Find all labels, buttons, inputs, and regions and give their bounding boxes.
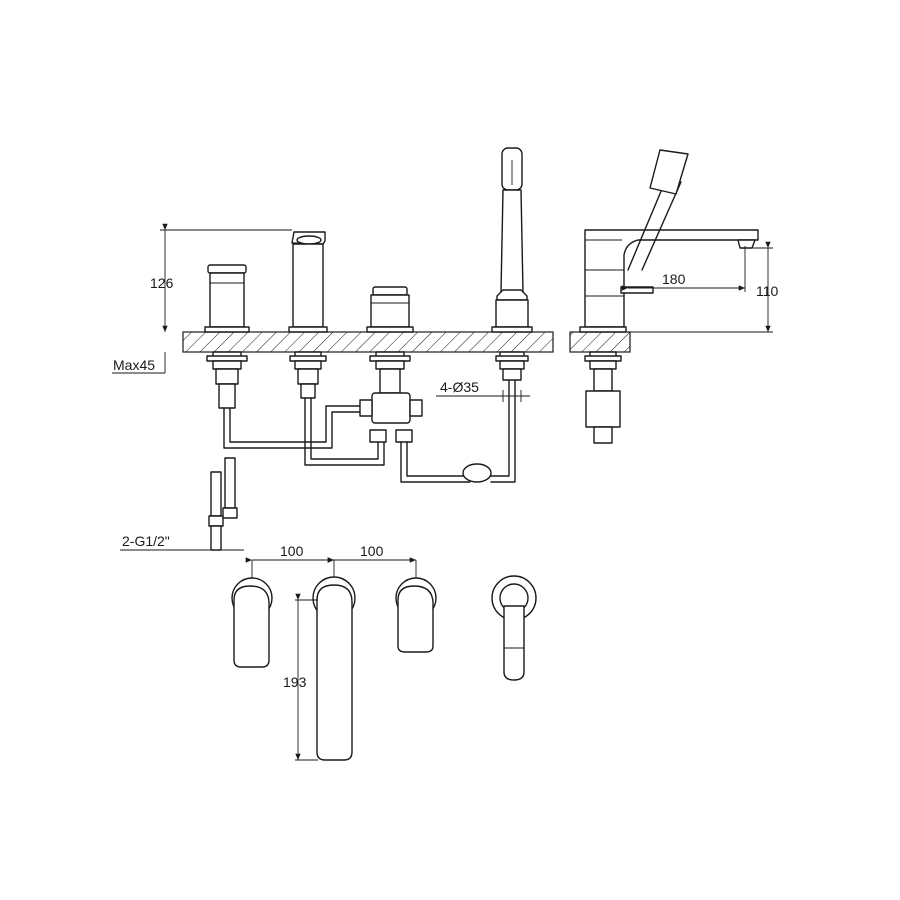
flexible-hoses [208, 457, 238, 551]
bath-spout [288, 231, 385, 466]
dim-side-height: 110 [756, 283, 779, 299]
side-elevation: 180 110 [569, 149, 779, 444]
hot-valve [204, 264, 361, 449]
dim-deck-thickness: Max45 [113, 357, 155, 373]
dim-spacing-right: 100 [360, 543, 384, 559]
dim-spout-height: 126 [150, 275, 174, 291]
dim-inlet-thread: 2-G1/2" [122, 533, 170, 549]
front-elevation: 126 Max45 4-Ø35 2-G1/2" [112, 147, 554, 551]
dim-spacing-left: 100 [280, 543, 304, 559]
diverter-valve [359, 286, 516, 483]
dim-handle-length: 193 [283, 674, 307, 690]
plan-view: 100 100 193 [231, 543, 537, 761]
side-deck-slab [569, 331, 631, 353]
dim-spout-reach: 180 [662, 271, 686, 287]
dim-hole-diameter: 4-Ø35 [440, 379, 479, 395]
hand-shower [491, 147, 533, 381]
deck-slab [182, 331, 554, 353]
